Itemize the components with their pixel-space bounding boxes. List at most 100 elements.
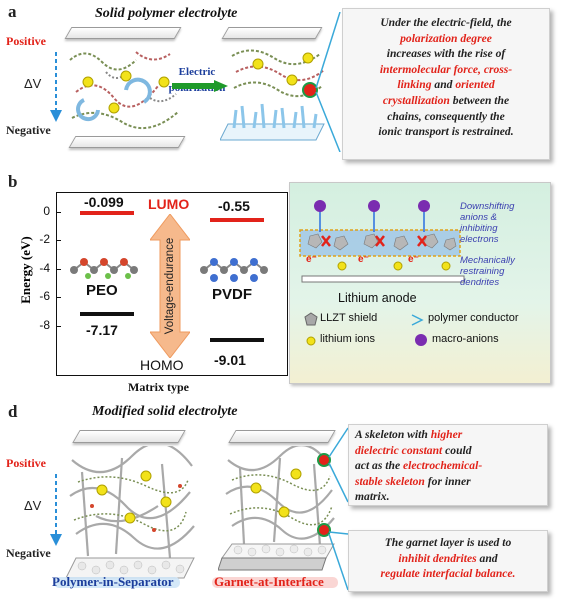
panel-c-interface-illustration bbox=[299, 200, 465, 283]
ytick-mark bbox=[56, 268, 61, 270]
panel-d-positive-label: Positive bbox=[6, 456, 46, 470]
voltage-endurance-label: Voltage-endurance bbox=[164, 237, 176, 335]
voltage-endurance-arrow bbox=[150, 214, 190, 358]
panel-b-letter: b bbox=[8, 172, 18, 191]
panel-a-arrow-label-line1: Electric bbox=[178, 66, 216, 78]
peo-homo-value: -7.17 bbox=[86, 322, 118, 338]
ytick-mark bbox=[56, 240, 61, 242]
callout-a-line6a: crystallization bbox=[382, 93, 450, 107]
pvdf-label: PVDF bbox=[212, 286, 253, 303]
callout-a-line6: crystallization between the bbox=[343, 93, 549, 109]
callout-d1-line1a: A skeleton with bbox=[355, 428, 431, 441]
llzt-shield-icon bbox=[304, 312, 318, 326]
note1-line3: inhibiting bbox=[460, 223, 498, 234]
electron-symbol-3: e⁻ bbox=[408, 254, 419, 265]
callout-a-line4: intermolecular force, cross- bbox=[379, 62, 513, 76]
peo-homo-bar bbox=[80, 311, 134, 316]
callout-a-line5a: linking bbox=[397, 78, 432, 92]
callout-d1-line4: stable skeleton for inner bbox=[355, 474, 543, 490]
callout-d1-line3: act as the electrochemical- bbox=[355, 458, 543, 474]
lithium-ion-icon bbox=[306, 336, 316, 346]
panel-c-note-downshifting: Downshifting anions & inhibiting electro… bbox=[460, 201, 514, 245]
panel-a-delta-v: ΔV bbox=[24, 76, 42, 91]
callout-d1-line1b: higher bbox=[430, 428, 463, 441]
separator-label-highlight bbox=[54, 577, 180, 588]
panel-a-polarization-arrow bbox=[172, 80, 228, 92]
panel-b-plot-area bbox=[56, 192, 288, 376]
ytick-label: -4 bbox=[39, 260, 50, 275]
panel-c-note-mechanically: Mechanically restraining dendrites bbox=[460, 255, 515, 288]
panel-a-negative-label: Negative bbox=[6, 123, 51, 137]
panel-d-letter: d bbox=[8, 402, 18, 421]
note1-line4: electrons bbox=[460, 234, 499, 245]
callout-a-line8: ionic transport is restrained. bbox=[378, 125, 514, 139]
electron-symbol-1: e⁻ bbox=[306, 254, 317, 265]
callout-d1-line4b: for inner bbox=[424, 474, 471, 488]
panel-a-bottom-plate-left bbox=[68, 136, 186, 148]
callout-d1-line4a: stable skeleton bbox=[355, 474, 425, 488]
callout-d1-line3b: electrochemical- bbox=[402, 459, 483, 473]
callout-a-line5c: oriented bbox=[455, 78, 495, 92]
panel-d-title: Modified solid electrolyte bbox=[92, 404, 238, 419]
panel-a-top-plate-left bbox=[64, 27, 182, 39]
callout-a-line5b: and bbox=[431, 78, 456, 92]
callout-a-line7: chains, consequently the bbox=[387, 109, 505, 123]
callout-d1-line2: dielectric constant could bbox=[355, 443, 543, 459]
legend-llzt: LLZT shield bbox=[320, 312, 378, 324]
pvdf-homo-bar bbox=[210, 337, 264, 342]
callout-d1-line2b: could bbox=[442, 443, 472, 457]
panel-d-callout-connectors bbox=[317, 427, 349, 591]
garnet-at-interface-illustration bbox=[218, 446, 335, 571]
peo-molecule bbox=[70, 258, 138, 279]
note1-line1: Downshifting bbox=[460, 201, 515, 212]
panel-b-xlabel: Matrix type bbox=[128, 380, 189, 394]
legend-lithium-ions: lithium ions bbox=[320, 333, 376, 345]
callout-d2-line2b: and bbox=[476, 551, 498, 565]
ytick-label: -2 bbox=[39, 232, 50, 247]
callout-a-line3: increases with the rise of bbox=[386, 47, 506, 61]
callout-d2-line3: regulate interfacial balance. bbox=[380, 567, 516, 581]
note2-line1: Mechanically bbox=[460, 255, 515, 266]
panel-d-callout-box-1: A skeleton with higher dielectric consta… bbox=[348, 424, 548, 506]
panel-d-negative-label: Negative bbox=[6, 546, 51, 560]
pvdf-homo-value: -9.01 bbox=[214, 352, 246, 368]
callout-a-line2: polarization degree bbox=[400, 31, 492, 45]
interface-label-highlight bbox=[212, 577, 338, 588]
panel-a-letter: a bbox=[8, 2, 17, 21]
ytick-mark bbox=[56, 325, 61, 327]
ytick-mark bbox=[56, 212, 61, 213]
callout-d2-line2: inhibit dendrites and bbox=[349, 551, 547, 567]
callout-d1-line3a: act as the bbox=[355, 459, 403, 473]
electron-symbol-2: e⁻ bbox=[358, 254, 369, 265]
peo-lumo-value: -0.099 bbox=[84, 194, 124, 210]
ytick-mark bbox=[56, 297, 61, 299]
lithium-anode-label: Lithium anode bbox=[338, 291, 417, 305]
panel-a-callout-connector bbox=[302, 12, 341, 152]
note2-line3: dendrites bbox=[460, 277, 500, 288]
ytick-label: 0 bbox=[43, 204, 50, 218]
note1-line2: anions & bbox=[460, 212, 497, 223]
lumo-label: LUMO bbox=[148, 196, 190, 212]
ytick-label: -6 bbox=[39, 289, 50, 304]
callout-d1-line5: matrix. bbox=[355, 490, 390, 504]
callout-d2-line1: The garnet layer is used to bbox=[384, 536, 512, 549]
peo-label: PEO bbox=[86, 282, 118, 299]
panel-a-callout-box: Under the electric-field, the polarizati… bbox=[342, 8, 550, 160]
panel-d-voltage-arrow bbox=[50, 474, 62, 546]
callout-d1-line1: A skeleton with higher bbox=[355, 427, 543, 443]
peo-lumo-bar bbox=[80, 211, 134, 216]
panel-d-top-plate-left bbox=[72, 430, 186, 443]
note2-line2: restraining bbox=[460, 266, 505, 277]
panel-c-box bbox=[289, 182, 551, 384]
panel-d-delta-v: ΔV bbox=[24, 498, 42, 513]
garnet-at-interface-label: Garnet-at-Interface bbox=[214, 574, 324, 589]
panel-a-dendrite-surface bbox=[220, 103, 325, 141]
polymer-in-separator-illustration bbox=[65, 446, 195, 579]
macro-anion-icon bbox=[415, 334, 427, 346]
panel-a-voltage-arrow bbox=[50, 52, 62, 122]
callout-a-line5: linking and oriented bbox=[343, 77, 549, 93]
panel-d-callout-box-2: The garnet layer is used to inhibit dend… bbox=[348, 530, 548, 592]
callout-a-line1: Under the electric-field, the bbox=[380, 16, 512, 29]
pvdf-lumo-value: -0.55 bbox=[218, 198, 250, 214]
